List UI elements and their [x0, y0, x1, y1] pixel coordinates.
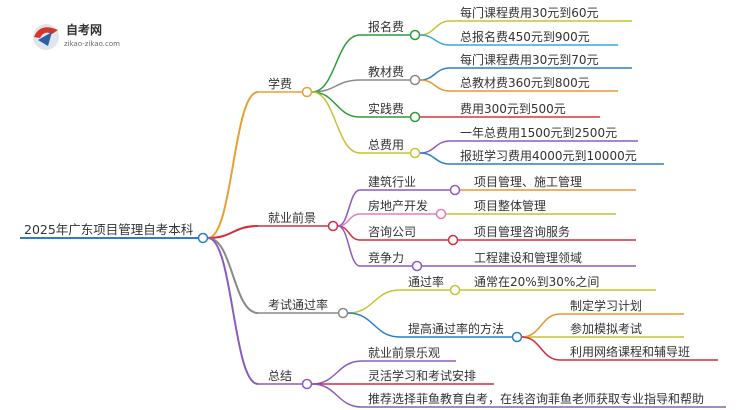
connector-line — [419, 152, 451, 165]
sub-branch-label: 总费用 — [368, 138, 404, 152]
connector-line — [419, 34, 451, 46]
sub-branch-label: 咨询公司 — [368, 224, 416, 239]
leaf-label: 总教材费360元到800元 — [460, 75, 590, 90]
site-logo: 自考网 zikao-zikao.com — [33, 22, 120, 50]
connector-line — [419, 67, 451, 81]
node-dot — [435, 208, 447, 220]
logo-swoosh-icon — [34, 27, 58, 38]
sub-branch-label: 报名费 — [368, 19, 404, 34]
connector-line — [207, 91, 259, 239]
branch-label: 就业前景 — [268, 210, 316, 225]
connector-line — [311, 91, 361, 154]
summary-label: 推荐选择菲鱼教育自考，在线咨询菲鱼老师获取专业指导和帮助 — [368, 391, 704, 406]
node-dot — [449, 284, 461, 296]
leaf-label: 项目管理、施工管理 — [474, 174, 582, 189]
node-dot — [327, 220, 339, 232]
leaf-label: 参加模拟考试 — [570, 321, 642, 336]
summary-label: 灵活学习和考试安排 — [368, 368, 476, 383]
leaf-label: 通常在20%到30%之间 — [474, 275, 599, 289]
branch-label: 学费 — [268, 76, 292, 91]
leaf-label: 利用网络课程和辅导班 — [570, 344, 690, 359]
sub-branch-label: 提高通过率的方法 — [408, 321, 504, 336]
leaf-label: 总报名费450元到900元 — [460, 29, 590, 44]
logo-title: 自考网 — [66, 22, 102, 37]
node-dot — [409, 111, 421, 123]
sub-branch-label: 房地产开发 — [368, 198, 428, 213]
node-dot — [409, 147, 421, 159]
connector-line — [207, 225, 259, 239]
connector-line — [419, 140, 451, 154]
sub-branch-label: 教材费 — [368, 64, 404, 79]
connector-line — [311, 383, 363, 408]
node-layer: 2025年广东项目管理自考本科 学费 报名费 每门课程费用30元到60元总报名费450… — [24, 5, 704, 406]
connector-line — [347, 289, 401, 314]
node-dot — [301, 378, 313, 390]
branch-label: 总结 — [268, 369, 292, 383]
sub-branch-label: 建筑行业 — [368, 174, 416, 189]
sub-branch-label: 竞争力 — [368, 251, 404, 265]
branch-label: 考试通过率 — [268, 297, 328, 312]
connector-line — [347, 312, 401, 338]
node-dot — [449, 184, 461, 196]
connector-line — [311, 79, 361, 93]
connector-line — [207, 237, 259, 314]
connector-line — [311, 34, 361, 93]
connector-line — [521, 336, 561, 361]
connector-line — [521, 313, 561, 338]
sub-branch-label: 实践费 — [368, 101, 404, 116]
node-dot — [409, 74, 421, 86]
logo-subtitle: zikao-zikao.com — [64, 40, 120, 48]
node-dot — [301, 86, 313, 98]
leaf-label: 每门课程费用30元到60元 — [460, 5, 599, 20]
leaf-label: 项目整体管理 — [474, 198, 546, 213]
connector-lines — [20, 20, 726, 408]
node-dot — [409, 29, 421, 41]
node-dot — [197, 232, 209, 244]
node-dot — [447, 234, 459, 246]
connector-line — [419, 20, 451, 36]
node-dot — [411, 260, 423, 272]
leaf-label: 报班学习费用4000元到10000元 — [460, 148, 637, 163]
connector-line — [311, 91, 361, 118]
leaf-label: 项目管理咨询服务 — [474, 224, 570, 239]
connector-line — [207, 237, 259, 385]
leaf-label: 费用300元到500元 — [460, 102, 566, 116]
connector-line — [337, 225, 361, 267]
leaf-label: 一年总费用1500元到2500元 — [460, 126, 617, 140]
leaf-label: 制定学习计划 — [570, 298, 642, 313]
node-dot — [511, 331, 523, 343]
summary-label: 就业前景乐观 — [368, 345, 440, 360]
leaf-label: 工程建设和管理领域 — [474, 250, 582, 265]
logo-pen-icon — [38, 32, 52, 46]
node-dot — [337, 307, 349, 319]
root-label: 2025年广东项目管理自考本科 — [24, 222, 194, 237]
connector-line — [419, 79, 451, 92]
leaf-label: 每门课程费用30元到70元 — [460, 52, 599, 67]
sub-branch-label: 通过率 — [408, 274, 444, 289]
connector-line — [311, 360, 363, 385]
